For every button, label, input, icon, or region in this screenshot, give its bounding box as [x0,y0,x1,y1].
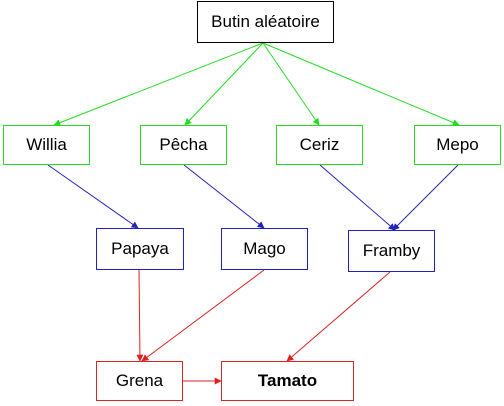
edge-root-to-ceriz [262,42,320,126]
edge-papaya-to-grena [136,269,144,362]
node-framby: Framby [348,230,435,272]
node-ceriz: Ceriz [276,125,363,165]
node-tamato: Tamato [221,361,354,401]
edge-pecha-to-mago [183,164,265,229]
edge-willia-to-papaya [47,164,139,229]
node-grena: Grena [96,361,183,401]
edge-ceriz-to-framby [319,164,396,231]
edge-root-to-pecha [184,42,264,126]
node-mago: Mago [221,228,308,270]
edge-mago-to-grena [141,269,265,362]
edge-root-to-mepo [262,42,460,126]
edge-root-to-willia [53,42,264,126]
node-butin-aleatoire: Butin aléatoire [197,1,334,43]
node-papaya: Papaya [96,228,184,270]
node-willia: Willia [3,125,90,165]
edge-framby-to-tamato [286,271,391,362]
node-pecha: Pêcha [140,125,227,165]
edge-mepo-to-framby [392,164,459,231]
node-mepo: Mepo [414,125,501,165]
